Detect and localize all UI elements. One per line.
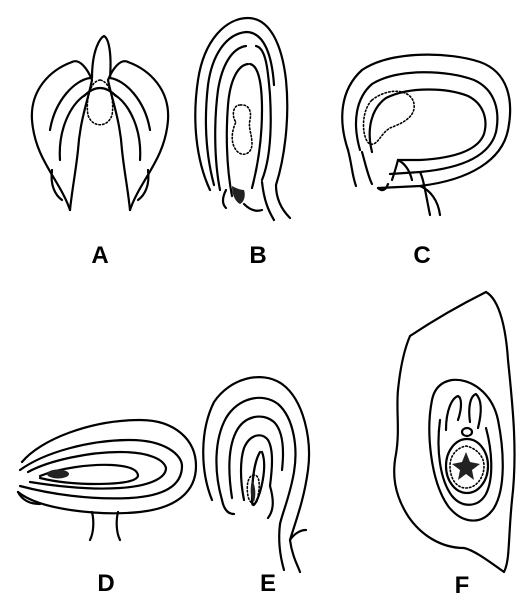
panel-e-drawing — [203, 377, 309, 572]
panel-label-c: C — [402, 244, 442, 268]
panel-b-drawing — [195, 18, 290, 220]
panel-label-e: E — [248, 572, 288, 596]
panel-d-drawing — [18, 420, 196, 540]
panel-a-drawing — [32, 36, 168, 210]
panel-label-b: B — [238, 244, 278, 268]
panel-label-f: F — [442, 574, 482, 598]
panel-label-a: A — [80, 244, 120, 268]
panel-f-drawing — [394, 292, 514, 572]
panel-c-drawing — [342, 55, 510, 215]
panel-label-d: D — [86, 572, 126, 596]
